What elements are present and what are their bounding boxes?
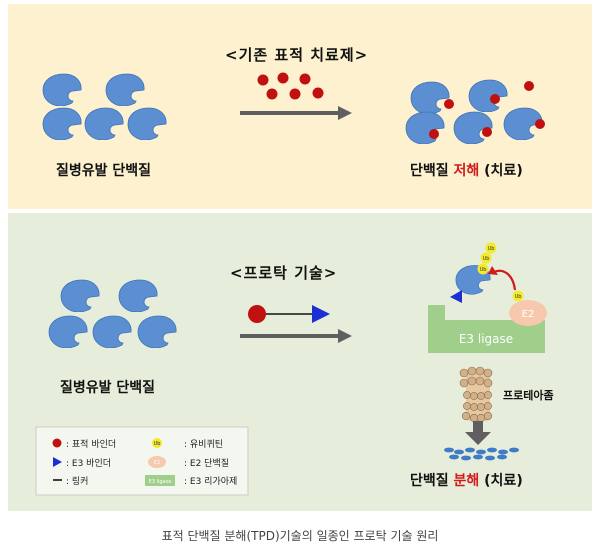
proteasome-label: 프로테아좀 xyxy=(503,389,554,402)
binder-dot xyxy=(257,74,269,86)
e3-ligase-shape xyxy=(428,305,545,353)
legend-ub-icon-label: Ub xyxy=(154,441,161,447)
protac-target-binder xyxy=(248,305,266,323)
legend-e2-icon xyxy=(148,456,166,468)
top-left-label: 질병유발 단백질 xyxy=(56,163,152,179)
legend-e2-icon-label: E2 xyxy=(154,460,160,466)
legend-e3-icon-label: E3 ligase xyxy=(149,479,172,485)
e2-protein xyxy=(509,300,547,326)
transfer-arrow-head xyxy=(488,266,498,275)
protac-e3-binder xyxy=(312,305,330,323)
ubiquitin-icon xyxy=(485,242,497,254)
ubiquitin-icon xyxy=(512,290,524,302)
top-title: <기존 표적 치료제> xyxy=(225,46,369,64)
binder-dot xyxy=(312,87,324,99)
bottom-result-suffix: (치료) xyxy=(484,473,523,489)
top-result-prefix: 단백질 xyxy=(410,163,449,179)
legend-linker: : 링커 xyxy=(66,477,89,487)
legend-e2-protein: : E2 단백질 xyxy=(184,459,230,469)
binder-dot xyxy=(289,88,301,100)
binder-dot xyxy=(277,72,289,84)
binder-dot xyxy=(299,73,311,85)
bottom-result-highlight: 분해 xyxy=(453,473,480,489)
bottom-title: <프로탁 기술> xyxy=(230,264,338,282)
legend-target-binder: : 표적 바인더 xyxy=(66,440,117,450)
top-result-highlight: 저해 xyxy=(453,163,480,179)
ub-label: Ub xyxy=(515,294,522,300)
figure-caption: 표적 단백질 분해(TPD)기술의 일종인 프로탁 기술 원리 xyxy=(161,529,439,543)
legend-ubiquitin-icon xyxy=(152,438,162,448)
legend-box xyxy=(35,426,249,496)
transfer-arrow xyxy=(493,269,517,291)
ubiquitin-icon xyxy=(480,252,492,264)
binder-dot xyxy=(429,129,439,139)
ub-label: Ub xyxy=(480,267,487,273)
e2-label: E2 xyxy=(522,309,535,320)
degradation-arrow xyxy=(465,421,491,445)
binder-dot xyxy=(524,81,534,91)
e3-ligase-label: E3 ligase xyxy=(459,332,513,346)
peptide-fragments xyxy=(444,447,519,461)
binder-dot xyxy=(266,88,278,100)
binder-dot xyxy=(444,99,454,109)
legend-e3-binder: : E3 바인더 xyxy=(66,459,112,469)
ub-label: Ub xyxy=(488,246,495,252)
top-result-label: 단백질 저해 (치료) xyxy=(410,160,523,180)
proteasome-icon xyxy=(459,366,493,423)
legend-e3-binder-icon xyxy=(53,457,62,467)
binder-dot xyxy=(535,119,545,129)
binder-dot xyxy=(490,94,500,104)
e3-binder-marker xyxy=(450,290,462,303)
ubiquitin-icon xyxy=(477,263,489,275)
legend-binder-icon xyxy=(52,438,62,448)
top-result-suffix: (치료) xyxy=(484,163,523,179)
legend-e3-ligase: : E3 리가아제 xyxy=(184,477,238,487)
bottom-result-label: 단백질 분해 (치료) xyxy=(410,470,523,490)
binder-dot xyxy=(482,127,492,137)
bottom-arrow-head xyxy=(338,329,352,343)
ub-label: Ub xyxy=(483,256,490,262)
legend-ubiquitin: : 유비퀴틴 xyxy=(184,440,224,450)
bottom-result-prefix: 단백질 xyxy=(410,473,449,489)
legend-e3-icon xyxy=(145,475,175,486)
top-arrow-head xyxy=(338,106,352,120)
bottom-left-label: 질병유발 단백질 xyxy=(60,380,156,396)
